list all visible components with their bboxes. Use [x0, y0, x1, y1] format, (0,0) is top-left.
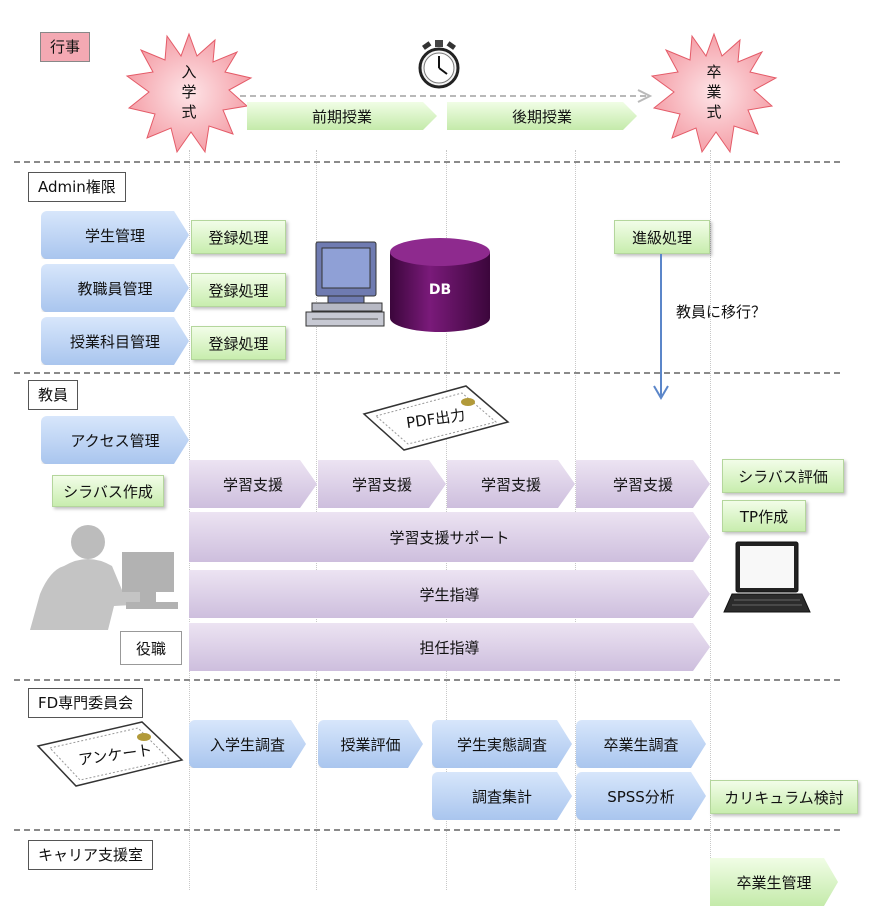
- graduate-survey-chevron: 卒業生調査: [576, 720, 706, 768]
- section-label-admin: Admin権限: [28, 172, 126, 202]
- spss-analysis-chevron: SPSS分析: [576, 772, 706, 820]
- role-box: 役職: [120, 631, 182, 665]
- student-guidance-chevron: 学生指導: [189, 570, 710, 618]
- entrance-ceremony-burst: 入学式: [125, 32, 253, 154]
- student-management-chevron: 学生管理: [41, 211, 189, 259]
- study-support-chevron-2: 学習支援: [318, 460, 446, 508]
- survey-new-students-chevron: 入学生調査: [189, 720, 306, 768]
- term1-chevron: 前期授業: [247, 102, 437, 130]
- database-cylinder: DB: [390, 238, 490, 332]
- syllabus-create-box: シラバス作成: [52, 475, 164, 507]
- access-management-chevron: アクセス管理: [41, 416, 189, 464]
- section-label-teacher: 教員: [28, 380, 79, 410]
- stopwatch-icon: [418, 40, 460, 89]
- section-divider: [14, 161, 840, 163]
- timeline-arrow: [240, 89, 653, 103]
- person-at-computer-icon: [30, 525, 178, 630]
- section-label-events: 行事: [40, 32, 91, 62]
- section-label-career: キャリア支援室: [28, 840, 154, 870]
- questionnaire-document: アンケート: [36, 721, 184, 788]
- laptop-icon: [723, 541, 811, 613]
- pdf-document: PDF出力: [362, 385, 510, 452]
- transfer-question: 教員に移行？: [676, 303, 767, 321]
- homeroom-guidance-chevron: 担任指導: [189, 623, 710, 671]
- section-label-fd: FD専門委員会: [28, 688, 144, 718]
- staff-management-chevron: 教職員管理: [41, 264, 189, 312]
- student-status-survey-chevron: 学生実態調査: [432, 720, 572, 768]
- term2-chevron: 後期授業: [447, 102, 637, 130]
- section-divider: [14, 679, 840, 681]
- course-management-chevron: 授業科目管理: [41, 317, 189, 365]
- section-divider: [14, 829, 840, 831]
- curriculum-review-box: カリキュラム検討: [710, 780, 858, 814]
- study-support-chevron-3: 学習支援: [447, 460, 575, 508]
- syllabus-evaluation-box: シラバス評価: [722, 459, 844, 493]
- register-box: 登録処理: [191, 326, 286, 360]
- register-box: 登録処理: [191, 273, 286, 307]
- study-support-chevron-1: 学習支援: [189, 460, 317, 508]
- advance-processing-box: 進級処理: [614, 220, 710, 254]
- tp-create-box: TP作成: [722, 500, 806, 532]
- graduation-ceremony-burst: 卒業式: [650, 32, 778, 154]
- database-label: DB: [428, 282, 452, 298]
- entrance-ceremony-label: 入学式: [181, 63, 197, 121]
- down-arrow: [653, 254, 669, 400]
- study-support-chevron-4: 学習支援: [576, 460, 710, 508]
- class-evaluation-chevron: 授業評価: [318, 720, 423, 768]
- survey-aggregation-chevron: 調査集計: [432, 772, 572, 820]
- graduation-ceremony-label: 卒業式: [706, 63, 722, 121]
- desktop-computer-icon: [305, 241, 385, 327]
- graduate-management-chevron: 卒業生管理: [710, 858, 838, 906]
- register-box: 登録処理: [191, 220, 286, 254]
- timeline-guide: [710, 150, 711, 890]
- section-divider: [14, 372, 840, 374]
- study-support-service-chevron: 学習支援サポート: [189, 512, 710, 562]
